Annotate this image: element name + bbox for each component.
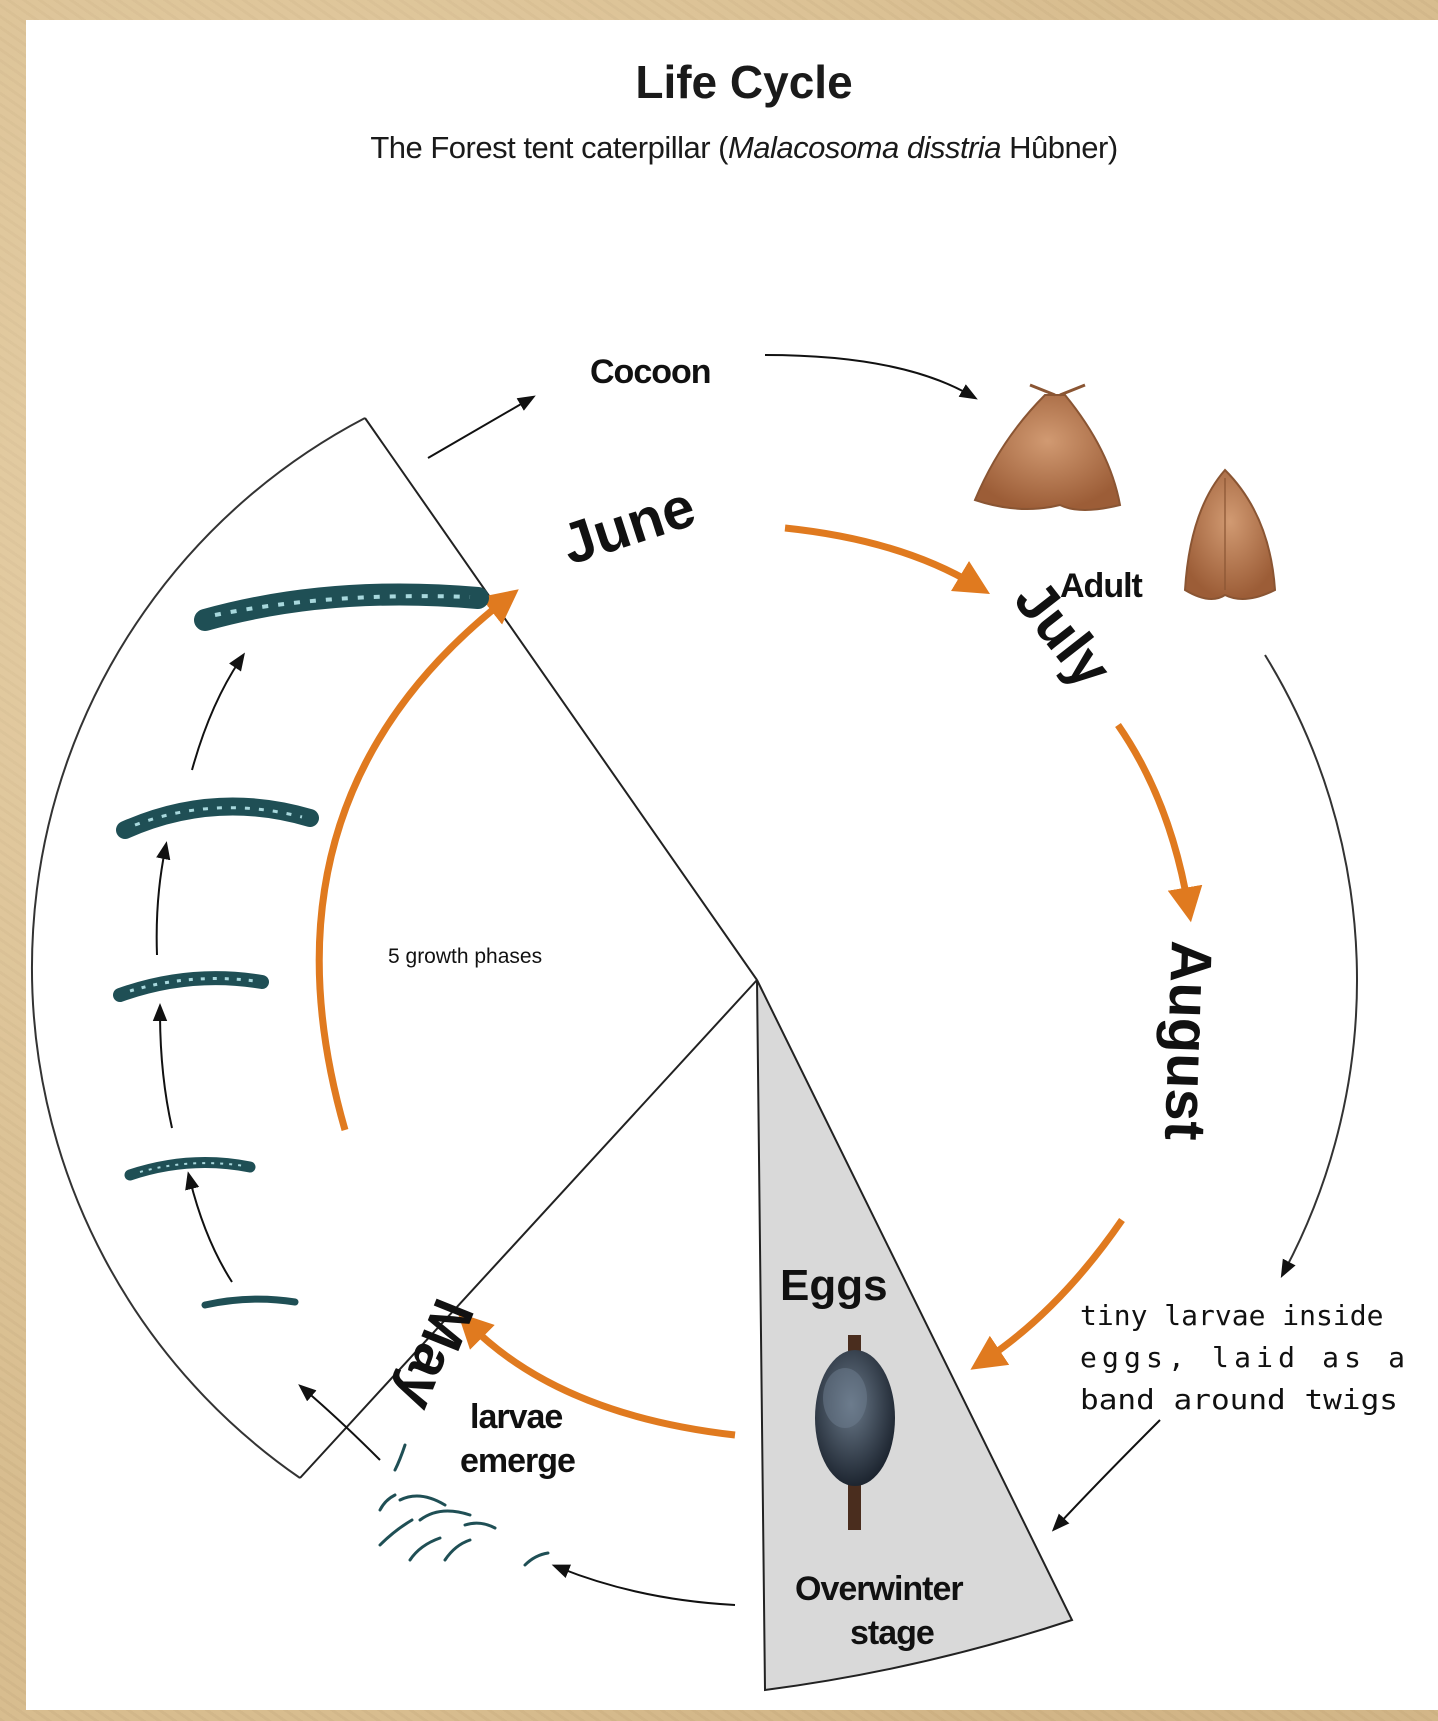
orange-arrow-august-eggs <box>985 1220 1122 1360</box>
arrow-instar4-to-instar5 <box>192 660 240 770</box>
caterpillar-icon <box>205 1299 295 1305</box>
label-overwinter: Overwinter <box>795 1570 963 1608</box>
label-growth-phases: 5 growth phases <box>388 945 542 968</box>
arrow-eggs-to-larvae <box>560 1568 735 1605</box>
month-june: June <box>554 474 703 578</box>
arrow-note-to-sector <box>1058 1420 1160 1525</box>
label-eggs: Eggs <box>780 1261 888 1310</box>
arrow-to-cocoon <box>428 400 528 458</box>
label-emerge: emerge <box>460 1442 575 1480</box>
arrow-instar1-to-instar2 <box>190 1180 232 1282</box>
orange-arrow-july-august <box>1118 725 1188 905</box>
egg-note-line1: tiny larvae inside <box>1080 1299 1383 1332</box>
subtitle-species: Malacosoma disstria <box>728 130 1001 165</box>
egg-note-line3: band around twigs <box>1080 1383 1398 1416</box>
caterpillar-icon <box>125 806 310 830</box>
subtitle-suffix: Hûbner) <box>1001 130 1118 165</box>
label-cocoon: Cocoon <box>590 353 711 391</box>
outer-left-arc <box>32 418 365 1478</box>
outer-right-arc <box>1265 655 1357 1270</box>
diagram-title: Life Cycle <box>635 56 852 108</box>
arrow-instar3-to-instar4 <box>157 850 165 955</box>
subtitle-prefix: The Forest tent caterpillar ( <box>370 130 729 165</box>
orange-arrow-june-july <box>785 528 975 585</box>
egg-note-line2: eggs, laid as a <box>1080 1341 1405 1374</box>
label-overwinter-stage: stage <box>850 1614 934 1652</box>
arrow-larvae-to-instar1 <box>305 1390 380 1460</box>
diagram-subtitle: The Forest tent caterpillar (Malacosoma … <box>370 130 1117 165</box>
moth-icon <box>1185 470 1275 599</box>
orange-arrow-may-june <box>319 600 505 1130</box>
moth-icon <box>975 385 1120 510</box>
label-larvae: larvae <box>470 1398 562 1436</box>
caterpillar-icon <box>120 978 262 995</box>
month-august: August <box>1152 940 1224 1142</box>
caterpillar-icon <box>130 1163 250 1176</box>
arrow-instar2-to-instar3 <box>160 1012 172 1128</box>
label-adult: Adult <box>1060 567 1143 605</box>
caterpillar-icon <box>205 594 478 620</box>
arrow-cocoon-to-adult <box>765 355 970 395</box>
